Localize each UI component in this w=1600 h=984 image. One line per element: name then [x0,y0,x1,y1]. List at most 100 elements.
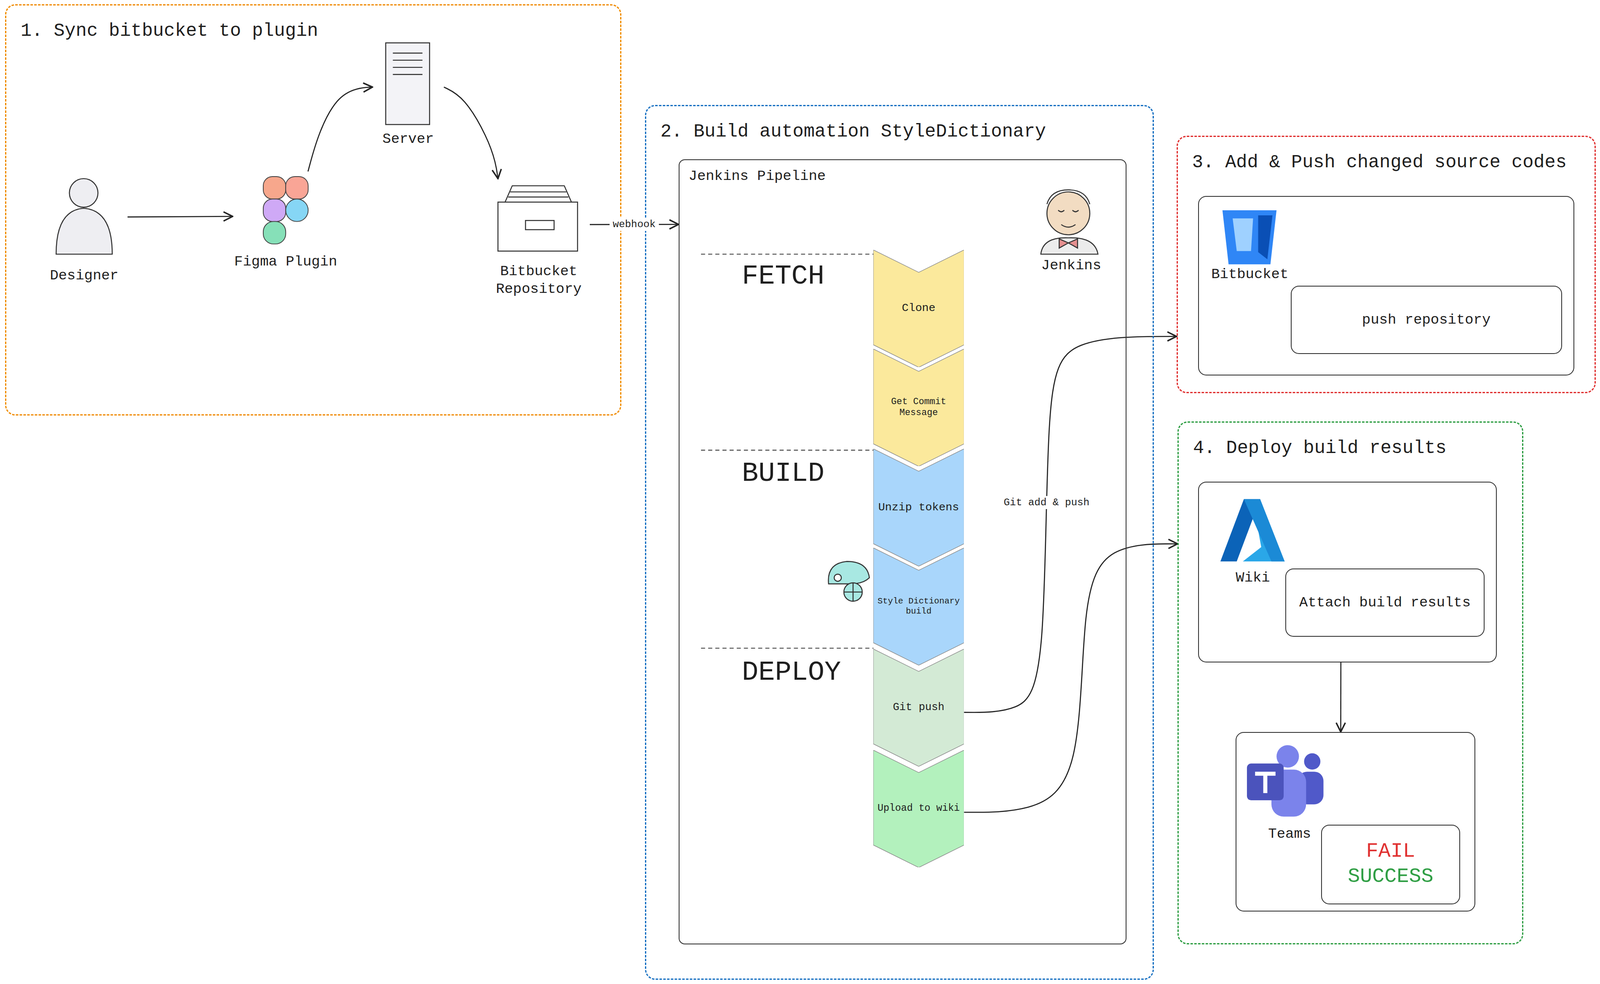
jenkins-hair [1046,189,1090,205]
pipeline-stage-lines [701,254,874,648]
region-frame: Designer Figma Plugin ServerBitbucket Repo… [5,4,622,416]
group-heading: Jenkins Pipeline [688,167,1117,185]
node-label: Upload to wiki [877,802,960,815]
node-label: Figma Plugin [234,252,338,271]
figma-shape [263,221,286,244]
jenkins-bowtie [1059,238,1078,249]
stage-chevron: Upload to wiki [873,749,965,868]
figma-shape [263,176,286,199]
node-label: Git push [893,701,945,715]
flow-connector [1340,662,1342,732]
action-box: Attach build results [1285,568,1485,637]
node-label: Teams [1268,824,1312,843]
stage-heading: BUILD [741,457,825,490]
status-text: SUCCESS [1347,864,1434,890]
chevron-fill [873,749,965,868]
jenkins-face [1058,210,1079,228]
node-label: Bitbucket Repository [487,262,590,299]
group-heading: 3. Add & Push changed source codes [1192,151,1581,174]
server-node: Server [372,38,445,151]
connector-label: webhook [609,217,660,231]
group-heading: 1. Sync bitbucket to plugin [20,19,606,43]
plugin-node: Figma Plugin [232,171,339,274]
node-label: Get Commit Message [874,396,963,419]
chameleon-head [828,561,870,584]
repository-papers [505,185,572,203]
chevron-fill [873,648,965,767]
jenkins-body [1040,237,1099,255]
repository-icon [497,185,578,252]
connector-label: Git add & push [1000,495,1093,509]
stage-chevron: Clone [873,249,965,368]
flow-connector [444,87,498,179]
node-label: Bitbucket [1211,265,1289,284]
figma-shape [263,198,286,222]
node-label: Designer [49,266,119,285]
chevron-fill [873,249,965,368]
repository-node: Bitbucket Repository [487,178,590,302]
server-icon [385,42,430,125]
bucket-inner [1232,218,1253,252]
status-text: FAIL [1366,838,1416,865]
bucket-shade [1258,215,1273,260]
flow-connector [127,216,233,217]
node-label: Style Dictionary build [874,596,963,617]
flow-connector [963,336,1177,712]
designer-head [69,178,99,208]
stage-heading: FETCH [741,260,825,292]
teams-letter-mark [1254,773,1276,793]
chameleon-cross [843,582,863,602]
bitbucket-icon [1222,210,1277,265]
service-box: Attach build results Wiki [1198,481,1498,663]
chevron-fill [873,348,965,467]
designer-icon [56,178,113,255]
server-body [385,42,430,125]
stage-heading: DEPLOY [741,656,841,688]
figma-icon [263,176,309,244]
server-lines [393,53,423,75]
flow-connector [307,87,373,172]
designer-body [56,208,113,255]
node-label: Jenkins [1041,256,1102,275]
node-label: Server [382,130,434,148]
stage-chevron: Get Commit Message [873,348,965,467]
stage-divider [701,449,874,451]
chevron-fill [873,448,965,567]
stage-divider [701,647,874,649]
group-heading: 2. Build automation StyleDictionary [660,120,1139,144]
service-box: push repository Bitbucket [1198,195,1575,376]
stage-chevron: Style Dictionary build [873,547,965,666]
region-frame: push repository Bitbucket 3. Add & Push ch… [1176,135,1597,393]
jenkins-node: Jenkins [1030,175,1113,278]
azure-icon [1220,498,1285,562]
stage-chevron: Git push [873,648,965,767]
node-label: Wiki [1235,568,1270,586]
node-label: Unzip tokens [878,500,960,515]
azure-shape [1244,498,1285,562]
bucket-shape [1222,210,1277,265]
group-heading: 4. Deploy build results [1193,436,1508,460]
action-box: push repository [1290,285,1563,354]
node-label: push repository [1361,310,1491,329]
teams-tile [1246,763,1284,800]
node-label: Attach build results [1299,593,1471,612]
chevron-fill [873,547,965,666]
figma-shape [285,198,308,222]
stage-divider [701,253,874,255]
jenkins-icon [1040,189,1099,255]
chameleon-eye [834,573,842,581]
teams-head [1304,753,1321,770]
jenkins-head [1046,191,1090,235]
repository-papers [508,191,569,197]
repository-drawer [497,202,578,252]
figma-shape [285,176,308,199]
repository-handle [525,220,554,230]
service-box: FAILSUCCESS Teams [1235,731,1476,912]
region-frame: Jenkins CloneGet Commit MessageUnzip toke… [644,104,1155,980]
teams-icon [1246,744,1324,817]
region-frame: Attach build results WikiFAILSUCCESS Teams… [1177,421,1524,944]
style-dictionary-icon [828,561,870,601]
